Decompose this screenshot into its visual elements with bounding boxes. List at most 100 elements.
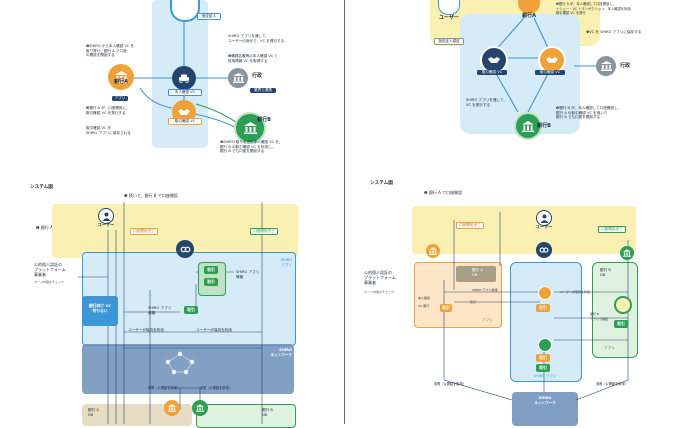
right-bottom-lines	[443, 212, 629, 401]
right-top-user-circle	[438, 0, 460, 15]
left-bank-b-db: 銀行 B DB	[262, 408, 273, 417]
left-platform: 公的個人認証の プラットフォーム 事業者	[34, 262, 66, 277]
left-ref-a: 参照（公開鍵を取得）	[148, 386, 180, 390]
left-nothing-box	[82, 296, 118, 326]
right-top-bank-b-label: 銀行B	[537, 123, 551, 129]
right-platform-sub: カード内容のチェック	[364, 290, 395, 294]
right-label-user: ユーザーが保持を利用	[560, 290, 590, 294]
government-icon	[600, 61, 612, 71]
left-arrow-a: SHIRO アプリ 情報	[236, 270, 260, 279]
right-top-note-4: ❺銀行 B が、本人確認して口座開設し、 銀行 A の取引確認 VC を用いた …	[556, 106, 622, 120]
user-icon	[102, 212, 110, 221]
vc-torihiki-tag: 取引確認 VC	[168, 118, 202, 126]
right-top-bank-a-circle	[518, 0, 540, 14]
right-top-vc-b-tag: 取引確認 VC	[535, 70, 565, 76]
bank-icon	[623, 249, 631, 257]
left-ref-b: 参照（公開鍵を取得）	[200, 386, 232, 390]
right-done-b: 口座開設完了	[598, 226, 626, 234]
left-bank-a-icon	[164, 400, 180, 416]
right-net-zone	[512, 392, 578, 426]
user-icon	[540, 214, 548, 223]
left-vc-chip-1: 取引	[204, 266, 218, 274]
right-shiro-net-label: SHIRO ネットワーク	[534, 396, 556, 405]
bank-b-circle	[234, 112, 266, 144]
left-section-title: システム図	[30, 185, 53, 190]
left-top-note-5: 取引確認 VC を SHIRO アプリに保存される	[86, 126, 131, 135]
left-top-note-2: SHIRO アプリを通して、 ユーザーの身元で、VC を発行する	[228, 34, 285, 43]
vc-honnin-circle	[172, 66, 196, 90]
left-shiro-logo	[176, 240, 194, 258]
left-bank-a-db: 銀行 A DB	[88, 408, 99, 417]
bank-icon	[522, 120, 534, 132]
bank-icon	[168, 404, 176, 412]
left-platform-sub: カード内容のチェック	[34, 280, 65, 284]
right-shiro-app-label: SHIRO アプリ	[534, 374, 556, 378]
left-network-nodes	[165, 351, 195, 375]
handshake-icon	[178, 109, 190, 115]
left-vc-chip-2: 取引	[204, 278, 218, 286]
right-bank-b-icon	[620, 246, 634, 260]
bank-icon	[114, 71, 128, 83]
right-app-b: アプリ	[604, 346, 615, 350]
right-shiro-node-1	[538, 286, 552, 300]
left-done-b: 口座開設完了	[250, 228, 278, 236]
right-step-1: ❶ 銀行 A で口座開設	[424, 190, 463, 195]
right-app-a: アプリ	[482, 318, 493, 322]
right-top-gyosei-label: 行政	[619, 63, 630, 69]
right-top-note-1: ❸銀行 A が、本人確認して口座開設し、 イシュー・VC トランザクション、本人…	[556, 2, 631, 16]
bank-a-app-tag: アプリ	[112, 96, 128, 102]
left-shiro-net-label: SHIRO ネットワーク	[270, 348, 292, 357]
bank-a-circle	[108, 64, 134, 90]
vc-honnin-tag: 本人確認 VC	[168, 89, 202, 97]
right-user-icon	[536, 210, 552, 226]
shiro-logo-icon	[539, 247, 549, 253]
right-shiro-node-2	[538, 338, 552, 352]
left-user-icon	[98, 208, 114, 224]
right-shiro-zone	[510, 262, 582, 382]
left-top-note-3: ❷職務名義等の本人確認 VC と 信用情報 VC を取得する	[228, 54, 279, 63]
left-user-label: ユーザー	[97, 222, 115, 227]
left-top-user-circle	[170, 0, 200, 22]
bank-icon	[429, 247, 437, 255]
panel-divider	[344, 0, 345, 424]
bank-icon	[243, 122, 257, 134]
gyosei-circle	[228, 68, 248, 88]
right-top-vc-a-tag: 取引確認 VC	[477, 70, 507, 76]
right-label-honnin: 本人確認	[418, 296, 431, 300]
right-bank-b-db: 銀行 B DB	[600, 268, 611, 277]
right-vc-chip-4: 取引	[536, 364, 550, 372]
government-icon	[232, 73, 244, 83]
right-top-gyosei-circle	[596, 56, 616, 76]
handshake-icon	[546, 57, 558, 63]
left-top-note-6: ❹SHIRO 取り引きの本人確認 VC を、 銀行 B の取引確認 VC を利用…	[220, 140, 283, 154]
right-bank-a-db-box	[456, 266, 496, 282]
left-nothing-label: 銀行向け VC 何もない	[88, 303, 112, 313]
right-label-vc: VC 発行	[418, 304, 430, 308]
right-top-note-3: SHIRO アプリを通して、 VC を発行する	[466, 98, 507, 107]
left-arrow-d: ユーザーが保持を利用	[196, 328, 232, 332]
left-vc-chip-3: 取引	[184, 306, 198, 314]
left-top-right-tag: 業界と連携	[250, 88, 276, 94]
right-label-up: SHIRO アプリ情報	[472, 288, 498, 292]
left-shiro-app-label: SHIRO アプリ	[280, 258, 292, 267]
right-platform: 公的個人認証の プラットフォーム 事業者	[364, 270, 396, 285]
right-vc-chip-2: 取引	[536, 304, 550, 312]
right-top-tag1: 指定証人認証	[434, 38, 464, 46]
right-ref-a: 参照（公開鍵を取得）	[434, 382, 466, 386]
right-top-arrows	[493, 17, 596, 113]
right-top-bank-b-circle	[514, 112, 542, 140]
right-vc-chip-1: 取引	[440, 304, 452, 312]
right-label-b: 銀行 B アプリで検証	[590, 312, 609, 321]
right-top-user-label: ユーザー	[439, 15, 459, 21]
bank-a-label: 銀行A	[114, 79, 128, 85]
left-done-a: 口座開設完了	[130, 228, 158, 236]
right-top-bank-a-label: 銀行A	[522, 13, 536, 19]
left-top-user-tag: 指定証人	[197, 13, 221, 21]
gyosei-label: 行政	[251, 73, 262, 79]
right-bank-a-db: 銀行 A DB	[472, 268, 483, 277]
right-top-note-2: ❹VC を SHIRO アプリに保存する	[586, 30, 642, 34]
right-ref-b: 参照（公開鍵を取得）	[596, 382, 628, 386]
shiro-logo-icon	[180, 246, 190, 252]
right-user-label: ユーザー	[535, 224, 553, 229]
bank-icon	[196, 404, 204, 412]
